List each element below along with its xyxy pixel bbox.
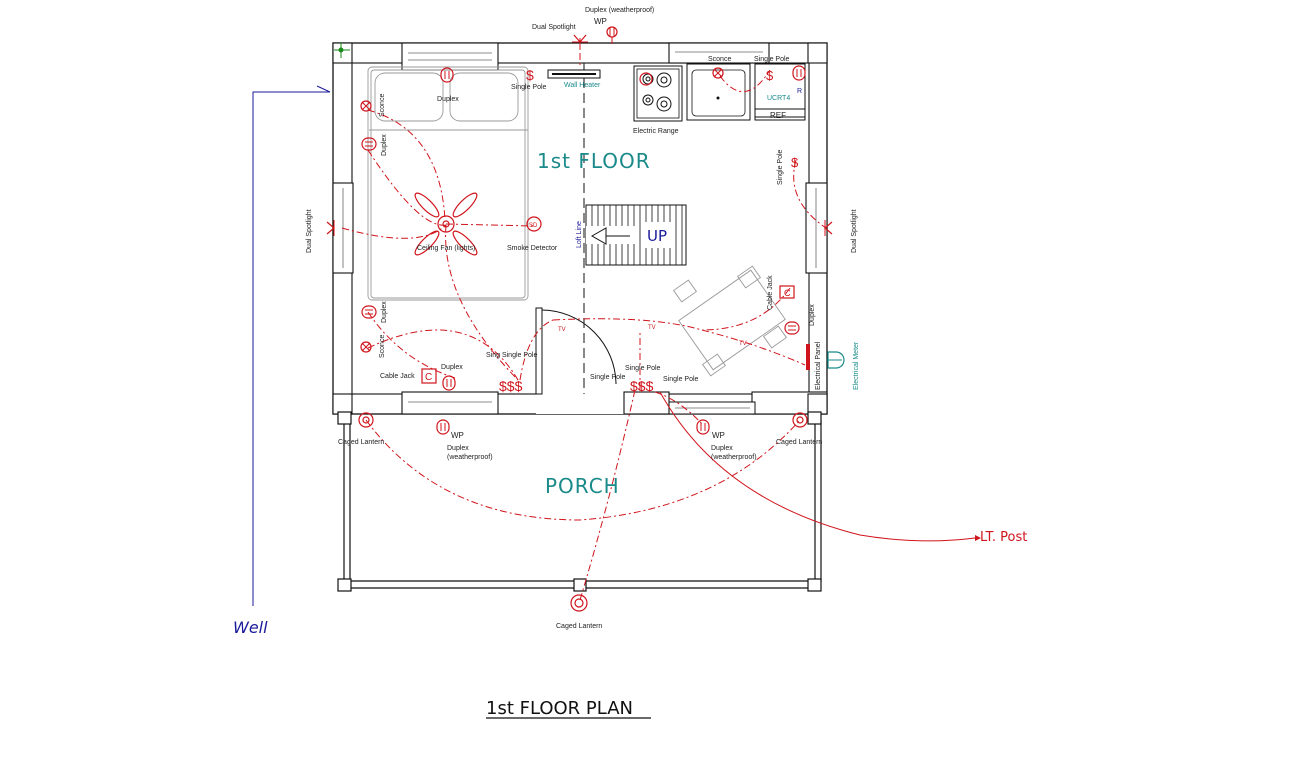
tv-label-2: TV xyxy=(648,325,656,331)
duplex-outlet-icon xyxy=(436,419,450,435)
wiring xyxy=(341,38,827,601)
wall-heater-label: Wall Heater xyxy=(564,82,601,89)
duplex-left-bottom-label: Duplex xyxy=(381,301,388,323)
duplex-outlet-icon xyxy=(361,305,377,319)
switch-symbol-right: $ xyxy=(791,155,799,170)
tv-label-1: TV xyxy=(558,327,566,333)
duplex-wp-porch-left-1: Duplex xyxy=(447,445,469,452)
dual-spotlight-right-label: Dual Spotlight xyxy=(851,209,858,253)
well-line xyxy=(252,85,331,606)
bed xyxy=(367,66,529,301)
duplex-wp-porch-right-2: (weatherproof) xyxy=(711,454,757,461)
electrical-meter-label: Electrical Meter xyxy=(853,341,860,390)
electrical-meter-icon xyxy=(826,351,845,369)
single-pole-kitchen-label: Single Pole xyxy=(754,56,790,63)
ceiling-fan-label: Ceiling Fan (lights) xyxy=(417,245,475,252)
duplex-wp-porch-right-1: Duplex xyxy=(711,445,733,452)
lt-post-feed xyxy=(659,391,976,542)
porch-structure xyxy=(337,420,822,592)
switch-symbol-kitchen: $ xyxy=(766,68,774,83)
electric-range xyxy=(633,65,683,122)
duplex-outlet-icon xyxy=(442,375,456,391)
range-outlet-icon xyxy=(639,72,653,86)
dual-spotlight-icon xyxy=(326,220,335,236)
single-pole-door-b-label: Single Pole xyxy=(625,365,661,372)
duplex-wp-top-label: Duplex (weatherproof) xyxy=(585,7,654,14)
cable-jack-right-label: Cable Jack xyxy=(767,275,774,310)
dual-spotlight-icon xyxy=(572,34,588,48)
single-pole-top-label: Single Pole xyxy=(511,84,547,91)
duplex-outlet-icon xyxy=(440,67,454,83)
ceiling-fan-icon xyxy=(414,192,478,256)
dual-spotlight-left-label: Dual Spotlight xyxy=(306,209,313,253)
sconce-icon xyxy=(712,67,724,79)
wp-porch-left-label: WP xyxy=(451,431,464,440)
well-label: Well xyxy=(233,618,268,637)
sconce-icon xyxy=(360,100,372,112)
switch-group-right: $$$ xyxy=(630,378,654,394)
room-label-first-floor: 1st FLOOR xyxy=(537,149,651,173)
cable-jack-left-label: Cable Jack xyxy=(380,373,415,380)
electrical-panel-icon xyxy=(806,344,810,370)
duplex-bottom-left-label: Duplex xyxy=(441,364,463,371)
caged-lantern-right-label: Caged Lantern xyxy=(776,439,822,446)
stairs xyxy=(585,204,687,266)
sing-single-pole-label: Sing Single Pole xyxy=(486,352,537,359)
interior-door xyxy=(535,307,617,395)
stairs-up-label: UP xyxy=(647,227,667,245)
duplex-outlet-icon xyxy=(792,65,806,81)
tv-label-3: TV xyxy=(739,341,747,347)
sconce-icon xyxy=(360,341,372,353)
c-right-label: C xyxy=(784,288,791,298)
duplex-outlet-icon xyxy=(696,419,710,435)
lt-post-label: LT. Post xyxy=(980,530,1027,545)
cable-jack-icon xyxy=(421,368,437,384)
single-pole-door-a-label: Single Pole xyxy=(590,374,626,381)
dining-table xyxy=(672,265,788,377)
duplex-outlet-icon xyxy=(606,26,618,44)
lt-post-arrow-icon xyxy=(975,535,981,541)
dual-spotlight-icon xyxy=(824,220,833,236)
loft-line-label: Loft Line xyxy=(576,221,583,248)
sconce-top-label: Sconce xyxy=(708,56,731,63)
origin-marker-icon xyxy=(334,42,350,58)
duplex-right-label: Duplex xyxy=(809,304,816,326)
caged-lantern-bottom-label: Caged Lantern xyxy=(556,623,602,630)
single-pole-door-c-label: Single Pole xyxy=(663,376,699,383)
cable-jack-icon xyxy=(779,285,795,299)
ucrt4-label: UCRT4 xyxy=(767,95,790,102)
caged-lantern-icon xyxy=(570,594,588,612)
sd-label: SD xyxy=(529,223,538,229)
smoke-detector-icon xyxy=(526,216,542,232)
caged-lantern-icon xyxy=(358,412,374,428)
duplex-top-label: Duplex xyxy=(437,96,459,103)
duplex-left-top-label: Duplex xyxy=(381,134,388,156)
duplex-wp-porch-left-2: (weatherproof) xyxy=(447,454,493,461)
c-left-label: C xyxy=(425,372,432,383)
wall-heater xyxy=(547,69,601,79)
wp-top-label: WP xyxy=(594,17,607,26)
caged-lantern-left-label: Caged Lantern xyxy=(338,439,384,446)
duplex-outlet-icon xyxy=(784,321,800,335)
r-label: R xyxy=(797,88,802,95)
smoke-detector-label: Smoke Detector xyxy=(507,245,558,252)
sconce-left-top-label: Sconce xyxy=(379,94,386,117)
duplex-outlet-icon xyxy=(361,137,377,151)
room-label-porch: PORCH xyxy=(545,474,620,498)
electric-range-label: Electric Range xyxy=(633,128,679,135)
wp-porch-right-label: WP xyxy=(712,431,725,440)
sconce-left-bottom-label: Sconce xyxy=(379,335,386,358)
dual-spotlight-top-label: Dual Spotlight xyxy=(532,24,576,31)
switch-group-left: $$$ xyxy=(499,378,523,394)
single-pole-right-label: Single Pole xyxy=(777,149,784,185)
caged-lantern-icon xyxy=(792,412,808,428)
switch-symbol-top: $ xyxy=(526,67,534,83)
ref-label: REF xyxy=(770,111,786,120)
plan-title: 1st FLOOR PLAN xyxy=(486,698,633,719)
electrical-panel-label: Electrical Panel xyxy=(815,341,822,390)
